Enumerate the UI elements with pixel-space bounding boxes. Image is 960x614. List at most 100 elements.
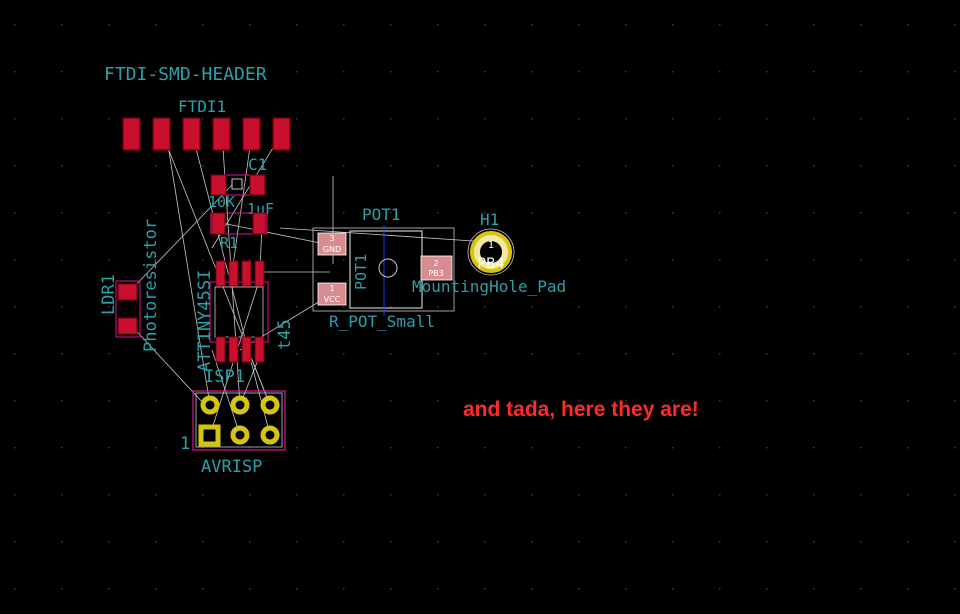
attiny45-pad[interactable] <box>215 260 226 287</box>
grid-dot <box>61 259 63 261</box>
isp-pin1-label: 1 <box>180 434 190 454</box>
r1-pad[interactable] <box>211 212 226 235</box>
grid-dot <box>249 71 251 73</box>
pot1-pad-3[interactable]: 3 GND <box>317 232 347 256</box>
grid-dot <box>108 118 110 120</box>
attiny45-pad[interactable] <box>228 260 239 287</box>
ftdi-pad[interactable] <box>212 117 231 151</box>
grid-dot <box>14 494 16 496</box>
grid-dot <box>202 71 204 73</box>
grid-dot <box>719 494 721 496</box>
svg-text:1: 1 <box>329 284 334 293</box>
grid-dot <box>437 165 439 167</box>
r1-footprint[interactable]: 10K 1uF R1 <box>208 193 274 252</box>
grid-dot <box>296 447 298 449</box>
attiny45-pad[interactable] <box>241 260 252 287</box>
grid-dot <box>625 306 627 308</box>
pot1-wiper-circle <box>378 258 398 278</box>
grid-dot <box>155 400 157 402</box>
grid-dot <box>907 71 909 73</box>
grid-dot <box>766 165 768 167</box>
grid-dot <box>907 447 909 449</box>
grid-dot <box>860 259 862 261</box>
isp-pad[interactable] <box>260 395 280 415</box>
c1-pad[interactable] <box>249 174 266 196</box>
grid-dot <box>437 447 439 449</box>
ftdi-pad[interactable] <box>152 117 171 151</box>
r1-pad[interactable] <box>252 212 267 235</box>
attiny45-footprint[interactable]: ATTINY45SI t45 <box>195 260 295 372</box>
isp-pad[interactable] <box>260 425 280 445</box>
grid-dot <box>202 118 204 120</box>
grid-dot <box>296 400 298 402</box>
pot1-pad-2[interactable]: 2 PB3 <box>420 255 453 281</box>
grid-dot <box>108 165 110 167</box>
grid-dot <box>14 306 16 308</box>
grid-dot <box>155 306 157 308</box>
ftdi-header-footprint[interactable]: FTDI-SMD-HEADER FTDI1 <box>104 64 291 151</box>
grid-dot <box>249 494 251 496</box>
grid-dot <box>954 259 956 261</box>
ldr1-pad[interactable] <box>117 283 138 301</box>
grid-dot <box>625 588 627 590</box>
isp-pad[interactable] <box>230 425 250 445</box>
annotation-caption: and tada, here they are! <box>463 398 699 421</box>
grid-dot <box>578 588 580 590</box>
grid-dot <box>155 165 157 167</box>
grid-dot <box>484 71 486 73</box>
grid-dot <box>954 447 956 449</box>
attiny45-pad[interactable] <box>241 336 252 363</box>
grid-dot <box>813 353 815 355</box>
attiny45-pad[interactable] <box>228 336 239 363</box>
isp-pad[interactable] <box>200 395 220 415</box>
ldr1-footprint[interactable]: LDR1 Photoresistor <box>99 219 161 352</box>
grid-dot <box>672 24 674 26</box>
grid-dot <box>907 541 909 543</box>
attiny45-pad[interactable] <box>215 336 226 363</box>
grid-dot <box>719 447 721 449</box>
attiny45-pad[interactable] <box>254 336 265 363</box>
grid-dot <box>155 24 157 26</box>
grid-dot <box>14 71 16 73</box>
c1-pad[interactable] <box>210 174 227 196</box>
isp-pin1-pad[interactable] <box>198 424 221 447</box>
ftdi-pad[interactable] <box>272 117 291 151</box>
grid-dot <box>766 24 768 26</box>
h1-mounting-hole-footprint[interactable]: H1 1 PB4 MountingHole_Pad <box>412 210 566 296</box>
grid-dot <box>61 353 63 355</box>
grid-dot <box>672 71 674 73</box>
grid-dot <box>954 24 956 26</box>
grid-dot <box>578 494 580 496</box>
pot1-footprint[interactable]: POT1 POT1 3 GND 2 PB3 1 VCC R_POT_Small <box>312 205 455 331</box>
grid-dot <box>484 212 486 214</box>
grid-dot <box>531 118 533 120</box>
grid-dot <box>484 447 486 449</box>
grid-dot <box>484 588 486 590</box>
grid-dot <box>437 118 439 120</box>
grid-dot <box>813 306 815 308</box>
ftdi-pad[interactable] <box>122 117 141 151</box>
pot1-pad-1[interactable]: 1 VCC <box>317 282 347 306</box>
ftdi-pad[interactable] <box>182 117 201 151</box>
grid-dot <box>390 165 392 167</box>
grid-dot <box>766 494 768 496</box>
grid-dot <box>672 165 674 167</box>
attiny45-fab-outline <box>214 286 264 338</box>
attiny45-pad[interactable] <box>254 260 265 287</box>
grid-dot <box>61 71 63 73</box>
c1-footprint[interactable]: C1 <box>210 155 267 196</box>
isp-header-footprint[interactable]: ISP1 1 AVRISP <box>180 367 286 477</box>
ftdi-ref-label: FTDI1 <box>178 97 226 116</box>
ftdi-pad[interactable] <box>242 117 261 151</box>
ldr1-ref-label: LDR1 <box>99 274 119 315</box>
grid-dot <box>14 212 16 214</box>
ldr1-pad[interactable] <box>117 317 138 335</box>
grid-dot <box>14 259 16 261</box>
grid-dot <box>531 447 533 449</box>
grid-dot <box>578 259 580 261</box>
isp-pad[interactable] <box>230 395 250 415</box>
grid-dot <box>343 71 345 73</box>
